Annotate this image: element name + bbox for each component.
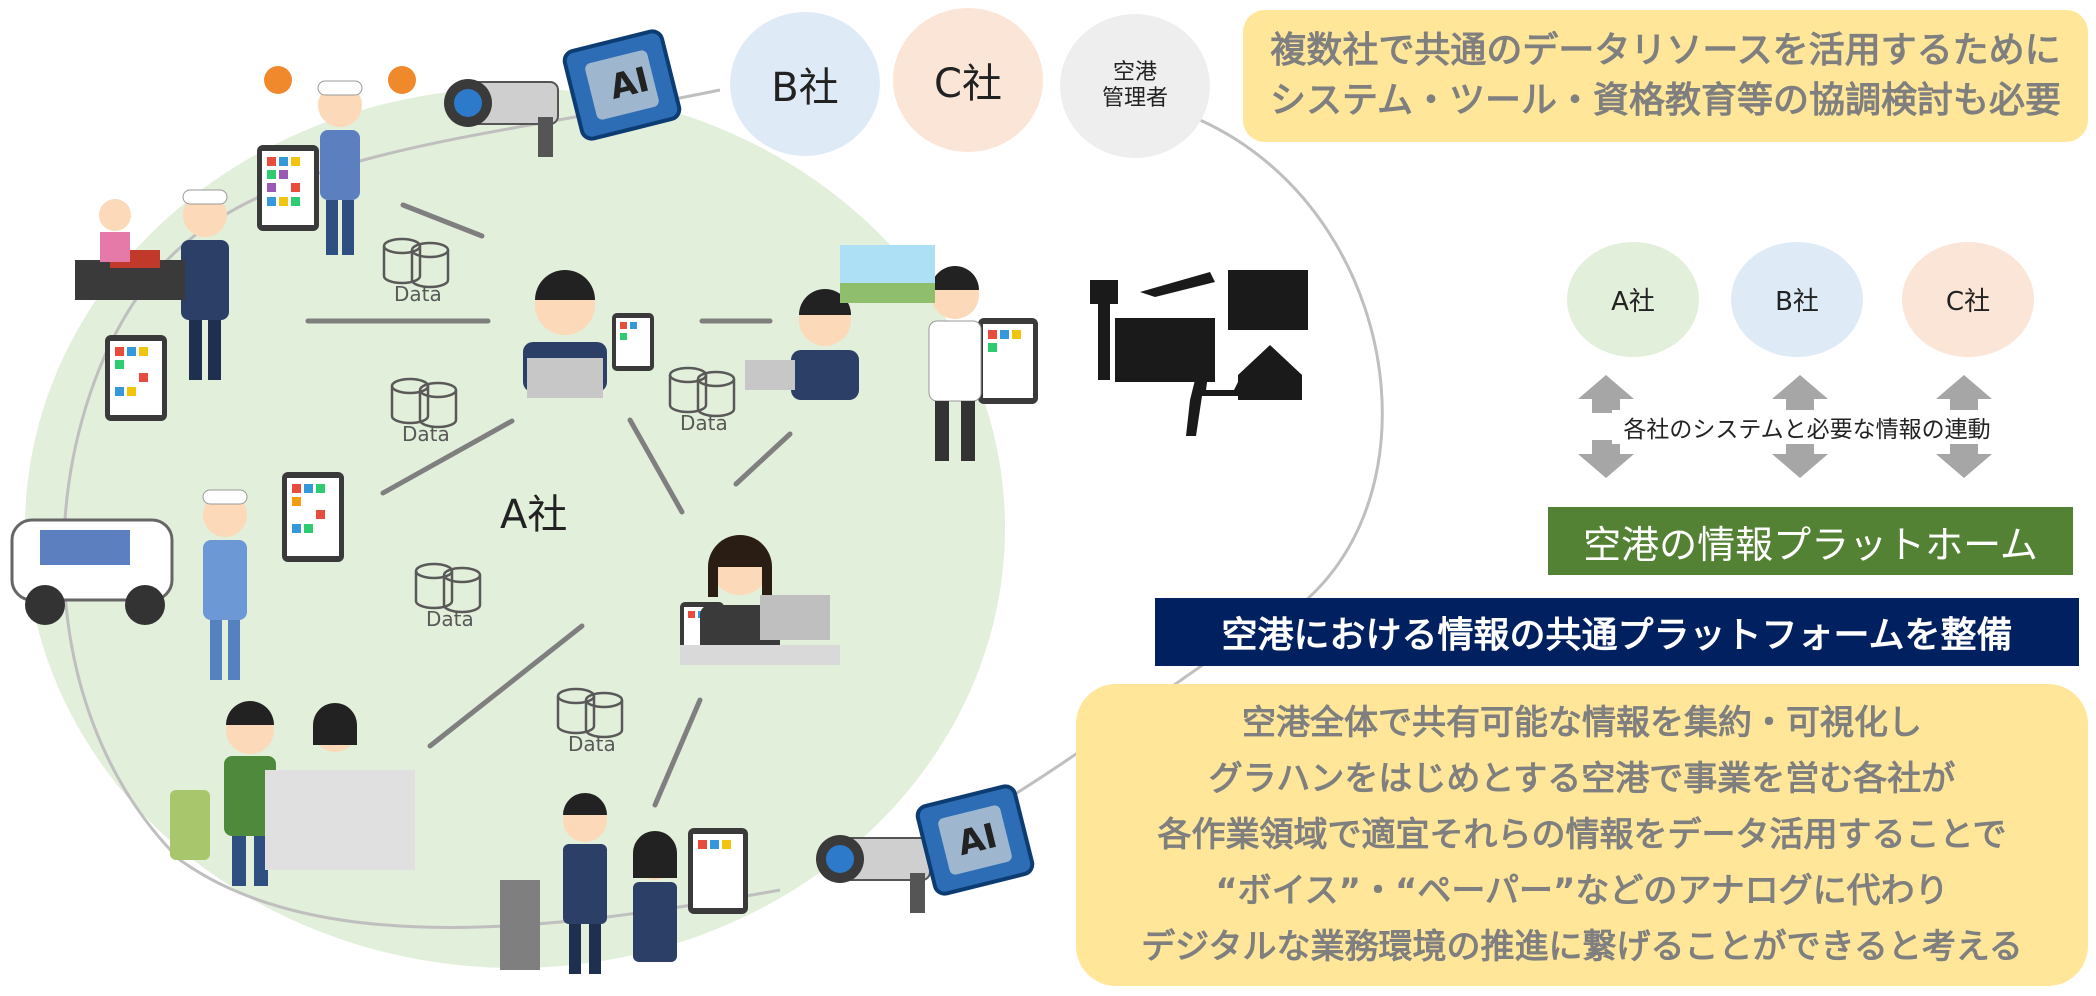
- airport-manager-line1: 空港: [1112, 59, 1157, 85]
- company-c-label: C社: [934, 61, 1002, 107]
- main-banner-text: 空港における情報の共通プラットフォームを整備: [1221, 615, 2013, 656]
- bottom-callout-line3: 各作業領域で適宜それらの情報をデータ活用することで: [1157, 815, 2007, 855]
- data-label-2: Data: [402, 422, 450, 446]
- top-callout: 複数社で共通のデータリソースを活用するために システム・ツール・資格教育等の協調…: [1243, 10, 2088, 142]
- outer-ring-right: [1199, 118, 1384, 642]
- camera-ai-top: AI: [444, 29, 682, 157]
- company-a-label: A社: [500, 492, 568, 538]
- company-b-label: B社: [771, 65, 839, 111]
- airport-icon: [1090, 270, 1308, 436]
- bottom-callout-line2: グラハンをはじめとする空港で事業を営む各社が: [1208, 759, 1956, 799]
- data-label-5: Data: [568, 732, 616, 756]
- ai-chip-icon: [562, 29, 682, 141]
- top-callout-line2: システム・ツール・資格教育等の協調検討も必要: [1270, 80, 2061, 121]
- platform-label-bar: 空港の情報プラットホーム: [1548, 507, 2073, 575]
- data-label-4: Data: [426, 607, 474, 631]
- platform-company-b-label: B社: [1775, 287, 1819, 317]
- link-arrows: [1578, 375, 1992, 478]
- camera-ai-bottom: [816, 784, 1035, 913]
- platform-company-c: C社: [1902, 242, 2034, 357]
- company-b-circle: B社: [730, 12, 880, 156]
- bottom-callout: 空港全体で共有可能な情報を集約・可視化し グラハンをはじめとする空港で事業を営む…: [1076, 684, 2088, 986]
- main-banner: 空港における情報の共通プラットフォームを整備: [1155, 598, 2079, 666]
- data-icons: [382, 237, 736, 739]
- bottom-callout-line1: 空港全体で共有可能な情報を集約・可視化し: [1242, 703, 1922, 743]
- platform-company-c-label: C社: [1945, 287, 1991, 317]
- data-label-1: Data: [394, 282, 442, 306]
- airport-manager-circle: 空港 管理者: [1060, 14, 1210, 158]
- platform-company-a-label: A社: [1611, 287, 1655, 317]
- company-c-circle: C社: [893, 8, 1043, 152]
- company-a-area: [25, 88, 1005, 968]
- data-label-3: Data: [680, 411, 728, 435]
- link-description: 各社のシステムと必要な情報の連動: [1612, 410, 2002, 444]
- bottom-callout-line5: デジタルな業務環境の推進に繋げることができると考える: [1141, 927, 2023, 967]
- connection-lines: [305, 202, 793, 808]
- platform-company-a: A社: [1567, 242, 1699, 357]
- bottom-callout-line4: “ボイス”・“ペーパー”などのアナログに代わり: [1215, 871, 1949, 911]
- platform-label: 空港の情報プラットホーム: [1583, 522, 2038, 567]
- platform-company-b: B社: [1731, 242, 1863, 357]
- ai-label-top: AI: [606, 60, 653, 108]
- airport-manager-line2: 管理者: [1101, 86, 1168, 111]
- ai-chip-icon: [915, 784, 1035, 896]
- worker-figures: [10, 66, 982, 974]
- top-callout-line1: 複数社で共通のデータリソースを活用するために: [1270, 30, 2061, 71]
